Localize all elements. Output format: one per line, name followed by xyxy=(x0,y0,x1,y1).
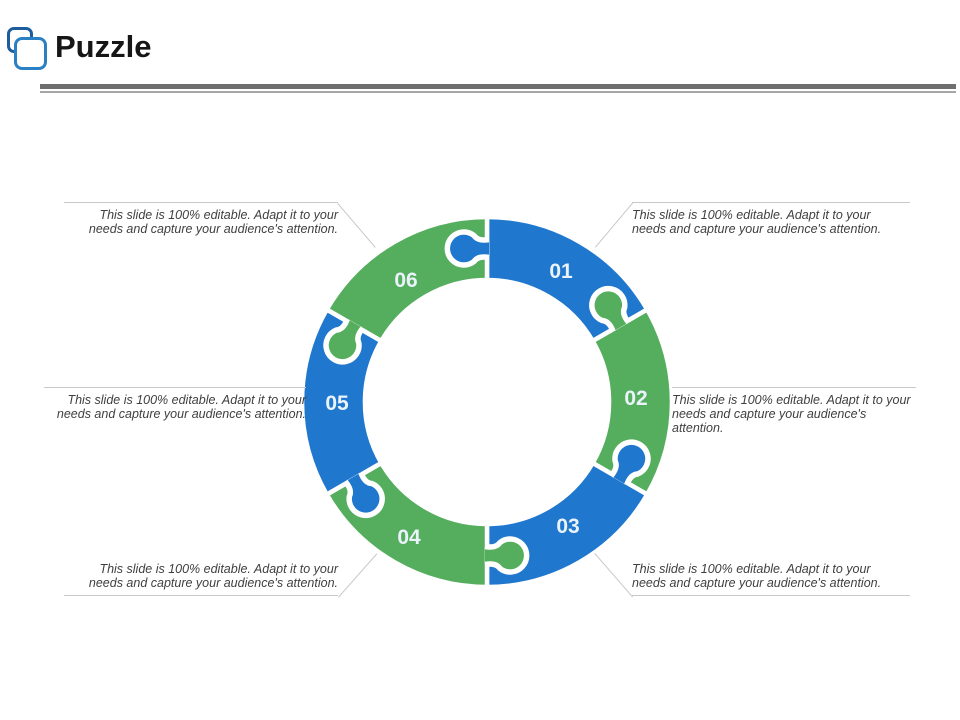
callout-piece-03[interactable]: This slide is 100% editable. Adapt it to… xyxy=(632,562,910,596)
callout-line1: This slide is 100% editable. Adapt it to… xyxy=(99,208,338,222)
callout-line2: needs and capture your audience's attent… xyxy=(56,407,306,421)
callout-piece-06[interactable]: This slide is 100% editable. Adapt it to… xyxy=(64,202,338,236)
puzzle-logo-icon xyxy=(0,0,60,80)
callout-piece-04[interactable]: This slide is 100% editable. Adapt it to… xyxy=(64,562,338,596)
callout-line1: This slide is 100% editable. Adapt it to… xyxy=(632,562,871,576)
puzzle-piece-01-label: 01 xyxy=(549,260,573,283)
puzzle-piece-03-label: 03 xyxy=(556,515,579,538)
title-underline-thick xyxy=(40,84,956,89)
callout-line1: This slide is 100% editable. Adapt it to… xyxy=(632,208,871,222)
callout-line2: needs and capture your audience's attent… xyxy=(88,576,338,590)
callout-line2: needs and capture your audience's attent… xyxy=(632,576,882,590)
callout-piece-02[interactable]: This slide is 100% editable. Adapt it to… xyxy=(672,387,916,435)
callout-line1: This slide is 100% editable. Adapt it to… xyxy=(67,393,306,407)
puzzle-piece-05-label: 05 xyxy=(325,392,349,415)
puzzle-piece-02-label: 02 xyxy=(624,387,647,410)
puzzle-piece-04-label: 04 xyxy=(397,526,421,549)
callout-piece-05[interactable]: This slide is 100% editable. Adapt it to… xyxy=(44,387,306,421)
logo-square-large-icon xyxy=(14,37,47,70)
callout-piece-01[interactable]: This slide is 100% editable. Adapt it to… xyxy=(632,202,910,236)
title-underline-thin xyxy=(40,91,956,93)
callout-line2: needs and capture your audience's attent… xyxy=(88,222,338,236)
page-title[interactable]: Puzzle xyxy=(55,29,152,64)
callout-line2: needs and capture your audience's attent… xyxy=(672,407,867,435)
callout-line1: This slide is 100% editable. Adapt it to… xyxy=(99,562,338,576)
callout-line1: This slide is 100% editable. Adapt it to… xyxy=(672,393,911,407)
callout-line2: needs and capture your audience's attent… xyxy=(632,222,882,236)
puzzle-piece-06-label: 06 xyxy=(394,269,417,292)
